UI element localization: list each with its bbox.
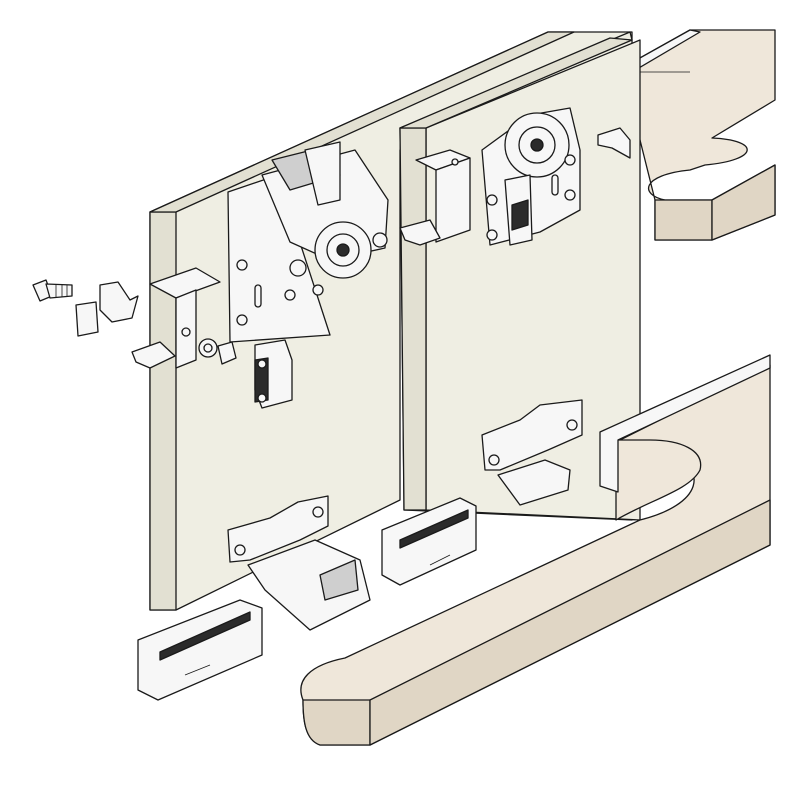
washer-and-nut	[198, 338, 237, 365]
right-roller-carriage	[481, 107, 581, 246]
stopper-clip	[75, 281, 139, 337]
screw	[32, 279, 73, 302]
bottom-worktop	[300, 354, 771, 746]
left-angle-bracket	[131, 267, 221, 369]
top-track-clip	[597, 127, 631, 159]
left-roller-carriage	[227, 141, 389, 343]
left-bottom-guide	[227, 495, 371, 631]
left-track-profile	[137, 599, 263, 701]
right-angle-bracket	[399, 149, 471, 246]
right-bottom-guide	[481, 399, 583, 506]
stopper-block	[254, 339, 293, 409]
right-track-profile	[381, 497, 477, 586]
